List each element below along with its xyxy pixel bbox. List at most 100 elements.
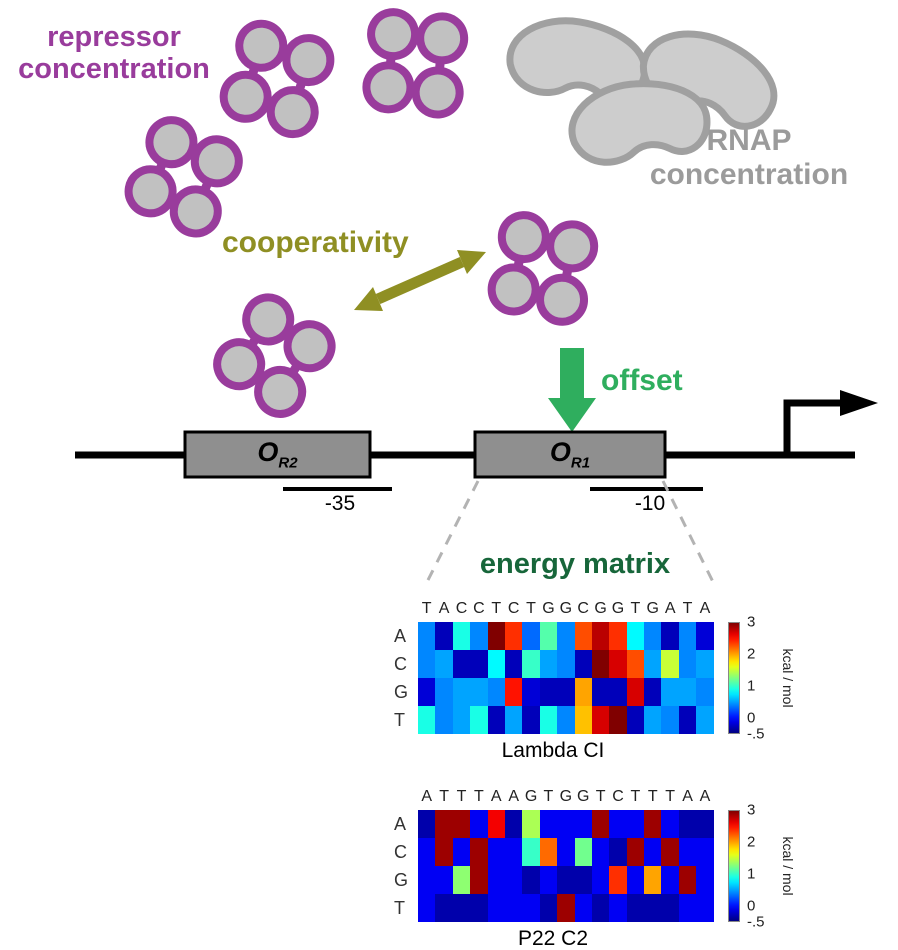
heatmap-cell bbox=[435, 706, 453, 734]
heatmap-cell bbox=[435, 866, 453, 894]
sequence-letter: G bbox=[524, 788, 538, 805]
heatmap-cell bbox=[435, 810, 453, 838]
sequence-letter: T bbox=[647, 788, 658, 805]
heatmap-cell bbox=[696, 866, 714, 894]
heatmap-cell bbox=[487, 810, 505, 838]
heatmap-cell bbox=[418, 866, 436, 894]
operator-or2-sub: R2 bbox=[278, 454, 298, 472]
row-label: A bbox=[394, 813, 407, 834]
heatmap-cell bbox=[557, 706, 575, 734]
heatmap-cell bbox=[591, 622, 610, 650]
operator-or2-main: O bbox=[257, 437, 279, 467]
heatmap-cell bbox=[539, 838, 558, 866]
offset-label: offset bbox=[601, 364, 683, 397]
rnap-concentration-label: RNAP concentration bbox=[606, 124, 892, 191]
heatmap-cell bbox=[539, 622, 558, 650]
heatmap-cell bbox=[452, 622, 471, 650]
sequence-letter: G bbox=[611, 600, 625, 617]
heatmap-cell bbox=[696, 838, 714, 866]
heatmap-cell bbox=[487, 678, 505, 706]
heatmap-cell bbox=[661, 678, 679, 706]
transcription-start-arrow bbox=[783, 399, 842, 457]
repressor-tetramer bbox=[221, 21, 332, 136]
cooperativity-arrowhead-right bbox=[457, 250, 486, 274]
operator-or1-main: O bbox=[549, 437, 571, 467]
heatmap-cell bbox=[678, 894, 697, 922]
sequence-letter: T bbox=[630, 600, 641, 617]
heatmap-cell bbox=[418, 650, 436, 678]
sequence-letter: A bbox=[699, 788, 711, 805]
heatmap-cell bbox=[678, 706, 697, 734]
heatmap-cell bbox=[504, 650, 523, 678]
heatmap-cell bbox=[661, 866, 679, 894]
heatmap-cell bbox=[644, 838, 662, 866]
heatmap-cell bbox=[661, 622, 679, 650]
energy-matrix-label: energy matrix bbox=[479, 548, 671, 580]
sequence-letter: G bbox=[646, 600, 659, 617]
heatmap-cell bbox=[539, 866, 558, 894]
sequence-letter: G bbox=[594, 600, 607, 617]
heatmap-cell bbox=[539, 650, 558, 678]
sequence-letter: T bbox=[421, 600, 432, 617]
heatmap-cell bbox=[539, 894, 558, 922]
heatmap-cell bbox=[609, 706, 627, 734]
heatmap-cell bbox=[696, 678, 714, 706]
heatmap-row: G bbox=[392, 678, 812, 706]
heatmap-cell bbox=[626, 838, 645, 866]
heatmap-cell bbox=[557, 838, 575, 866]
row-label: T bbox=[394, 709, 405, 730]
heatmap-cell bbox=[470, 810, 488, 838]
heatmap-cell bbox=[418, 622, 436, 650]
sequence-letter: T bbox=[456, 788, 467, 805]
heatmap-caption: Lambda CI bbox=[501, 739, 605, 762]
operator-or1-sub: R1 bbox=[570, 454, 591, 472]
colorbar bbox=[728, 622, 740, 734]
row-label: C bbox=[394, 653, 407, 674]
heatmap-cell bbox=[435, 838, 453, 866]
heatmap-cell bbox=[504, 866, 523, 894]
heatmap-cell bbox=[539, 810, 558, 838]
heatmap-cell bbox=[661, 894, 679, 922]
sequence-letter: T bbox=[526, 600, 536, 617]
heatmap-cell bbox=[678, 678, 697, 706]
heatmap-cell bbox=[574, 810, 592, 838]
heatmap-cell bbox=[522, 650, 540, 678]
colorbar-tick: 1 bbox=[747, 677, 756, 695]
operator-box-or1 bbox=[473, 430, 667, 479]
heatmap-cell bbox=[452, 838, 471, 866]
heatmap-row: T bbox=[392, 706, 812, 734]
heatmap-cell bbox=[435, 678, 453, 706]
heatmap-cell bbox=[609, 838, 627, 866]
heatmap-cell bbox=[626, 866, 645, 894]
heatmap-cell bbox=[644, 622, 662, 650]
heatmap-cell bbox=[452, 810, 471, 838]
rnap-label-line1: RNAP bbox=[706, 124, 792, 157]
heatmap-cell bbox=[418, 706, 436, 734]
heatmap-cell bbox=[470, 622, 488, 650]
cooperativity-arrow bbox=[375, 256, 465, 305]
heatmap-cell bbox=[696, 894, 714, 922]
heatmap-cell bbox=[487, 706, 505, 734]
heatmap-row: A bbox=[392, 810, 812, 838]
heatmap-cell bbox=[539, 678, 558, 706]
heatmap-cell bbox=[418, 678, 436, 706]
heatmap-cell bbox=[470, 866, 488, 894]
heatmap-cell bbox=[574, 622, 592, 650]
heatmap-cell bbox=[609, 866, 627, 894]
heatmap-cell bbox=[609, 622, 627, 650]
colorbar-tick: -.5 bbox=[747, 725, 765, 743]
colorbar-units: kcal / mol bbox=[780, 648, 796, 708]
heatmap-cell bbox=[591, 650, 610, 678]
heatmap-cell bbox=[435, 622, 453, 650]
heatmap-cell bbox=[696, 810, 714, 838]
repressor-concentration-label: repressor concentration bbox=[8, 21, 220, 86]
heatmap-cell bbox=[452, 650, 471, 678]
row-label: G bbox=[394, 681, 409, 702]
sequence-letter: T bbox=[543, 788, 554, 805]
